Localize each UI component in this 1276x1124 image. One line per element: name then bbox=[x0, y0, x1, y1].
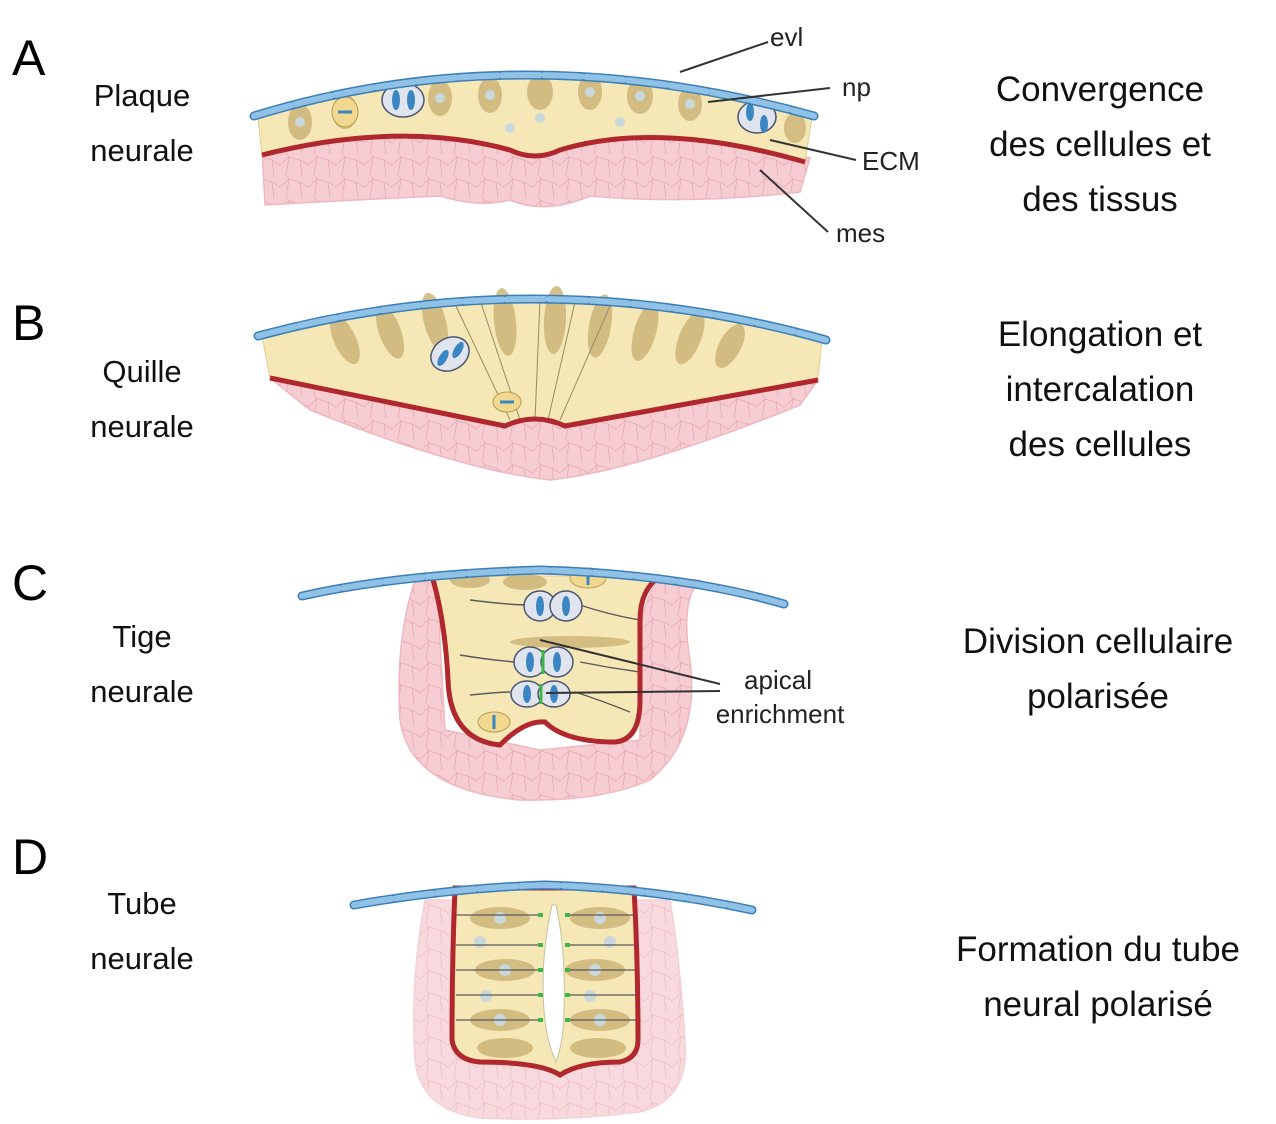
mitotic-cell-b bbox=[493, 392, 521, 412]
annotation-ecm: ECM bbox=[862, 146, 920, 176]
panel-b-keel bbox=[258, 285, 826, 480]
mitotic-cell-c2 bbox=[478, 712, 510, 732]
annotation-np: np bbox=[842, 72, 871, 102]
panel-d-tube bbox=[354, 885, 752, 1119]
annotation-evl: evl bbox=[770, 22, 803, 52]
mitotic-cell-a bbox=[332, 97, 358, 127]
dividing-cell-c3 bbox=[511, 681, 570, 707]
annotation-apical: apical bbox=[744, 665, 812, 695]
annotation-enrichment: enrichment bbox=[716, 699, 845, 729]
panel-c-rod bbox=[302, 568, 784, 800]
dividing-cell-c2 bbox=[514, 647, 573, 677]
panel-a-plate bbox=[254, 74, 814, 207]
annotation-mes: mes bbox=[836, 218, 885, 248]
